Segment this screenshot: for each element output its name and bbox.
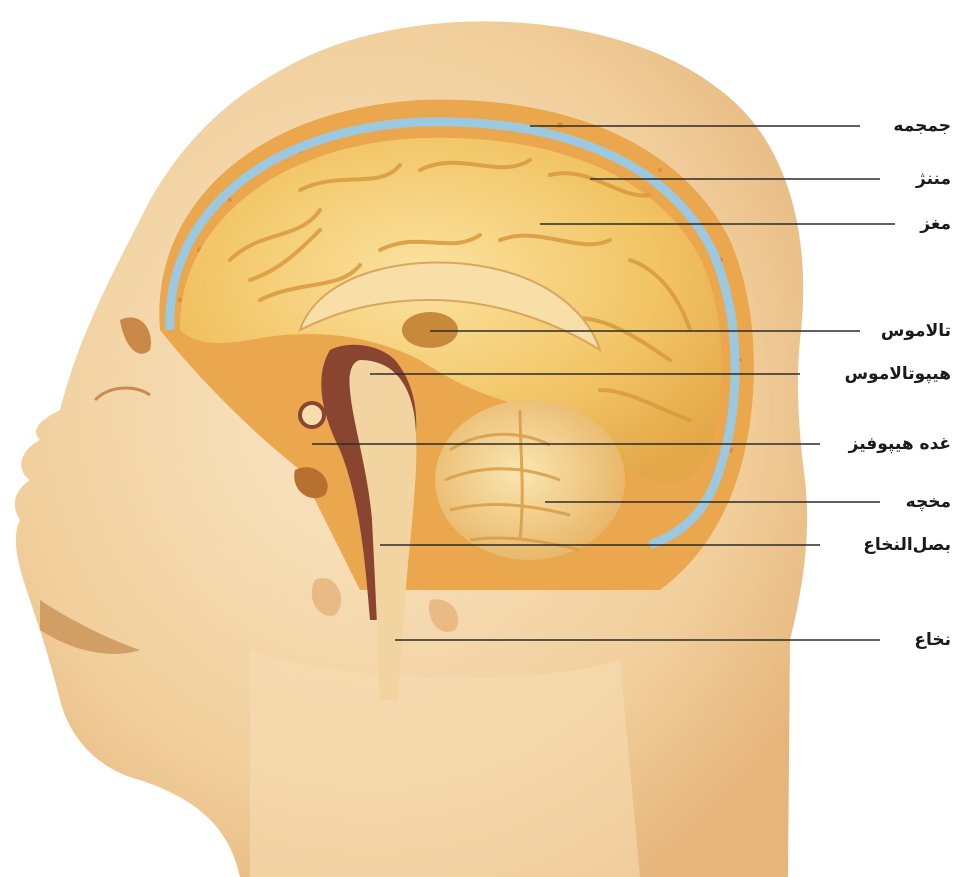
label-medulla: بصل‌النخاع	[863, 535, 951, 555]
label-spinal-cord: نخاع	[914, 630, 951, 650]
label-hypothalamus: هیپوتالاموس	[845, 364, 951, 384]
label-thalamus: تالاموس	[881, 321, 951, 341]
label-cerebellum: مخچه	[906, 492, 951, 512]
label-brain: مغز	[920, 214, 951, 234]
label-skull: جمجمه	[893, 116, 951, 136]
thalamus-shape	[402, 312, 458, 348]
label-pituitary: غده هیپوفیز	[849, 434, 951, 454]
neck-shade	[250, 650, 640, 877]
pituitary-shape	[300, 403, 324, 427]
label-meninges: مننژ	[916, 169, 951, 189]
cerebellum-shape	[435, 400, 625, 560]
